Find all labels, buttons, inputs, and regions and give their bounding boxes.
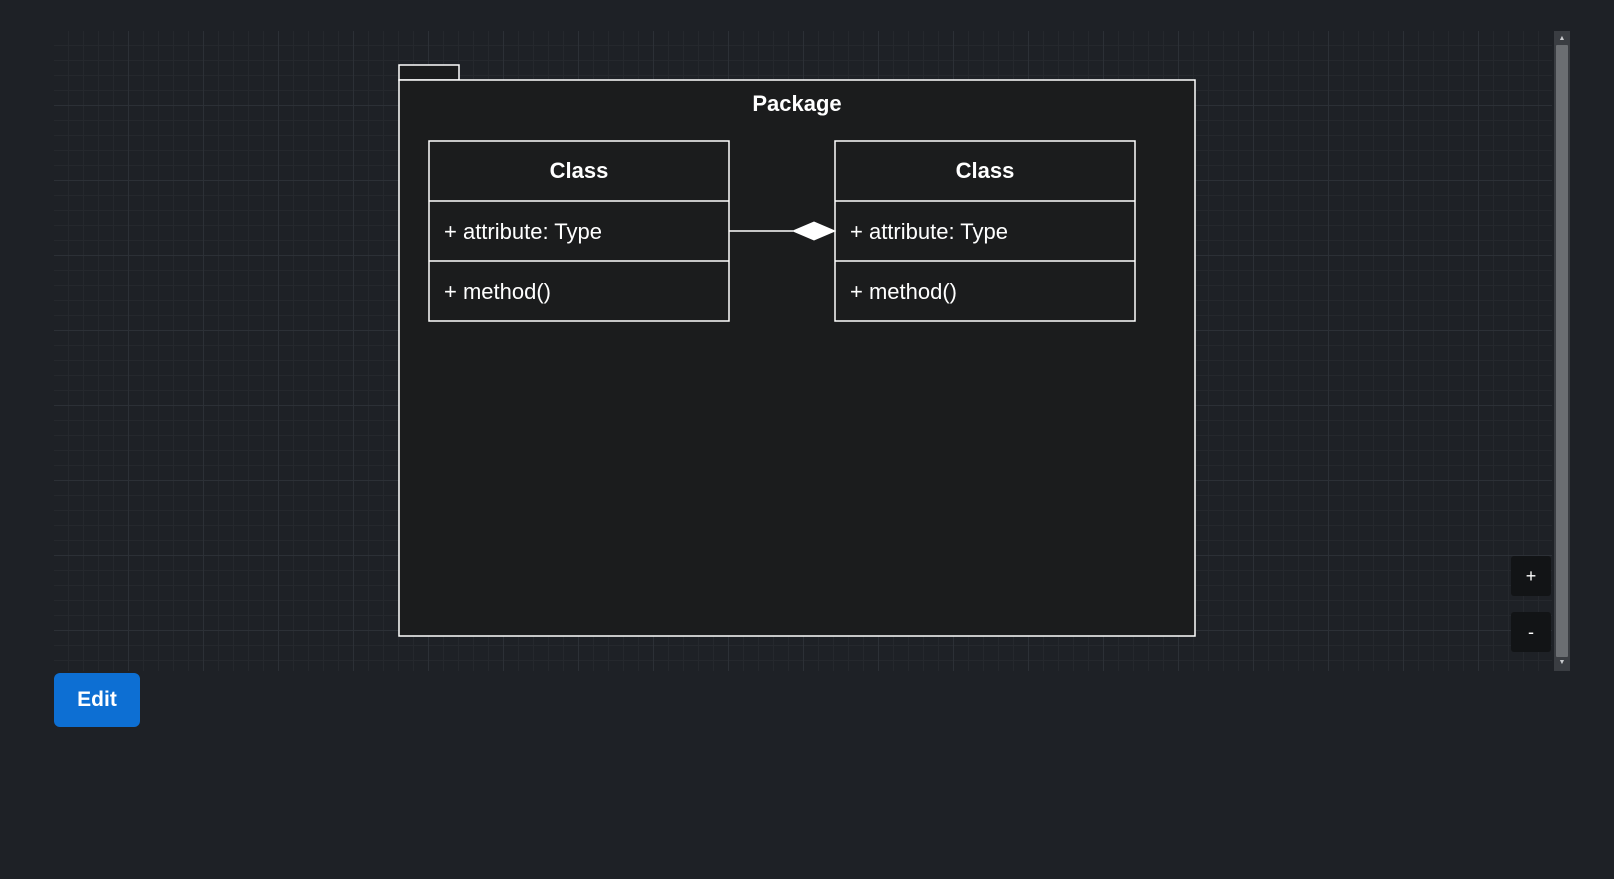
- package-tab: [398, 64, 460, 81]
- scroll-down-arrow-icon[interactable]: ▼: [1558, 659, 1566, 666]
- vertical-scrollbar[interactable]: ▲ ▼: [1554, 31, 1570, 671]
- scroll-up-arrow-icon[interactable]: ▲: [1558, 35, 1566, 42]
- class-frame: [834, 140, 1136, 322]
- class-box-left[interactable]: Class + attribute: Type + method(): [428, 140, 730, 322]
- scrollbar-thumb[interactable]: [1556, 45, 1568, 657]
- class-box-right[interactable]: Class + attribute: Type + method(): [834, 140, 1136, 322]
- composition-association[interactable]: [729, 221, 837, 241]
- edit-button[interactable]: Edit: [54, 673, 140, 727]
- class-name: Class: [550, 158, 609, 183]
- class-attribute: + attribute: Type: [850, 219, 1008, 244]
- package-title: Package: [752, 91, 841, 116]
- class-attribute: + attribute: Type: [444, 219, 602, 244]
- composition-diamond-icon: [791, 221, 837, 241]
- zoom-in-button[interactable]: +: [1511, 556, 1551, 596]
- zoom-out-button[interactable]: -: [1511, 612, 1551, 652]
- class-name: Class: [956, 158, 1015, 183]
- class-method: + method(): [444, 279, 551, 304]
- diagram-canvas[interactable]: Package Class + attribute: Type + method…: [54, 31, 1552, 671]
- class-method: + method(): [850, 279, 957, 304]
- diagram-svg: Package Class + attribute: Type + method…: [398, 64, 1196, 637]
